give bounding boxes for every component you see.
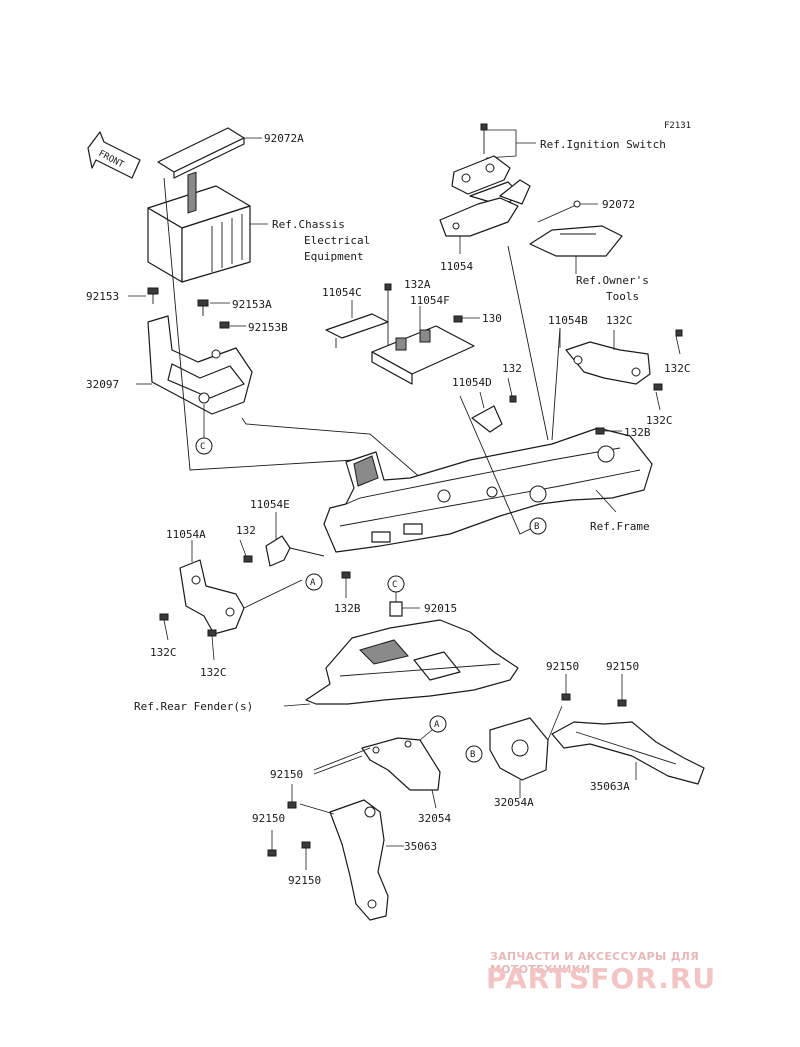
- label-11054A: 11054A: [166, 528, 206, 541]
- label-92153: 92153: [86, 290, 119, 303]
- label-11054C: 11054C: [322, 286, 362, 299]
- label-11054: 11054: [440, 260, 473, 273]
- bolt-92150-c: [287, 784, 297, 809]
- bolt-92150-e: [301, 841, 311, 870]
- battery-strap: [157, 127, 262, 179]
- bracket-11054A: [159, 540, 245, 661]
- bolt-132B-frame: [595, 427, 622, 435]
- bolt-92153: [128, 287, 159, 304]
- callout-b-2: B: [470, 750, 475, 760]
- label-35063A: 35063A: [590, 780, 630, 793]
- label-92150-c: 92150: [270, 768, 303, 781]
- label-92153B: 92153B: [248, 321, 288, 334]
- label-132-b: 132: [236, 524, 256, 537]
- label-92150-b: 92150: [606, 660, 639, 673]
- callout-c-2: C: [392, 580, 397, 590]
- battery-case: [136, 315, 253, 415]
- label-11054E: 11054E: [250, 498, 290, 511]
- label-92150-a: 92150: [546, 660, 579, 673]
- bolt-92150-d: [267, 830, 277, 857]
- label-35063: 35063: [404, 840, 437, 853]
- bracket-35063A: [551, 721, 705, 785]
- battery: [147, 171, 268, 283]
- label-132C-b: 132C: [664, 362, 691, 375]
- rear-fender: [283, 619, 519, 707]
- label-ref-chassis-1: Ref.Chassis: [272, 218, 345, 231]
- label-ref-owner-1: Ref.Owner's: [576, 274, 649, 287]
- bolt-92153A: [197, 299, 230, 316]
- label-92072A: 92072A: [264, 132, 304, 145]
- callout-a-1: A: [310, 578, 316, 588]
- tool-kit-strap: [537, 200, 598, 223]
- label-92150-e: 92150: [288, 874, 321, 887]
- label-ref-ignition: Ref.Ignition Switch: [540, 138, 666, 151]
- ignition-bolt: [480, 123, 536, 159]
- bracket-11054D: [471, 377, 517, 433]
- bracket-32054A: [489, 705, 563, 798]
- label-132A: 132A: [404, 278, 431, 291]
- label-130: 130: [482, 312, 502, 325]
- label-ref-chassis-2: Electrical: [304, 234, 370, 247]
- bolt-132B-lower: [341, 571, 351, 598]
- label-32097: 32097: [86, 378, 119, 391]
- bolt-92150-b: [617, 674, 627, 707]
- bolt-92150-a: [561, 674, 571, 701]
- label-132C-c: 132C: [646, 414, 673, 427]
- owners-tools: [529, 225, 623, 274]
- callout-b-1: B: [534, 522, 539, 532]
- bolt-130: [453, 315, 480, 323]
- label-92153A: 92153A: [232, 298, 272, 311]
- diagram-code: F2131: [664, 121, 691, 131]
- label-11054B: 11054B: [548, 314, 588, 327]
- label-11054F: 11054F: [410, 294, 450, 307]
- label-ref-owner-2: Tools: [606, 290, 639, 303]
- rear-subframe: [323, 427, 653, 553]
- callout-c-1: C: [200, 442, 205, 452]
- label-92150-d: 92150: [252, 812, 285, 825]
- bolt-92153B: [219, 321, 246, 329]
- label-ref-chassis-3: Equipment: [304, 250, 364, 263]
- callout-a-2: A: [434, 720, 440, 730]
- bracket-11054: [439, 179, 531, 254]
- bracket-11054B: [551, 327, 683, 441]
- label-132B-a: 132B: [624, 426, 651, 439]
- label-32054A: 32054A: [494, 796, 534, 809]
- bracket-11054E: [239, 512, 291, 567]
- label-11054D: 11054D: [452, 376, 492, 389]
- label-132C-e: 132C: [200, 666, 227, 679]
- bracket-35063: [329, 799, 404, 921]
- bracket-11054F: [371, 283, 475, 385]
- watermark-tagline: ЗАПЧАСТИ И АКСЕССУАРЫ ДЛЯ МОТОТЕХНИКИ: [490, 950, 700, 976]
- label-ref-rear-fender: Ref.Rear Fender(s): [134, 700, 253, 713]
- label-92015: 92015: [424, 602, 457, 615]
- label-92072: 92072: [602, 198, 635, 211]
- label-132-a: 132: [502, 362, 522, 375]
- label-132C-d: 132C: [150, 646, 177, 659]
- label-132C-a: 132C: [606, 314, 633, 327]
- label-132B-b: 132B: [334, 602, 361, 615]
- bracket-32054: [361, 729, 441, 809]
- label-ref-frame: Ref.Frame: [590, 520, 650, 533]
- label-32054: 32054: [418, 812, 451, 825]
- bracket-11054C: [325, 300, 389, 348]
- grommet-92015: [389, 601, 420, 617]
- front-arrow-icon: FRONT: [87, 131, 141, 179]
- watermark-logo: PARTSFOR.RU: [486, 962, 717, 995]
